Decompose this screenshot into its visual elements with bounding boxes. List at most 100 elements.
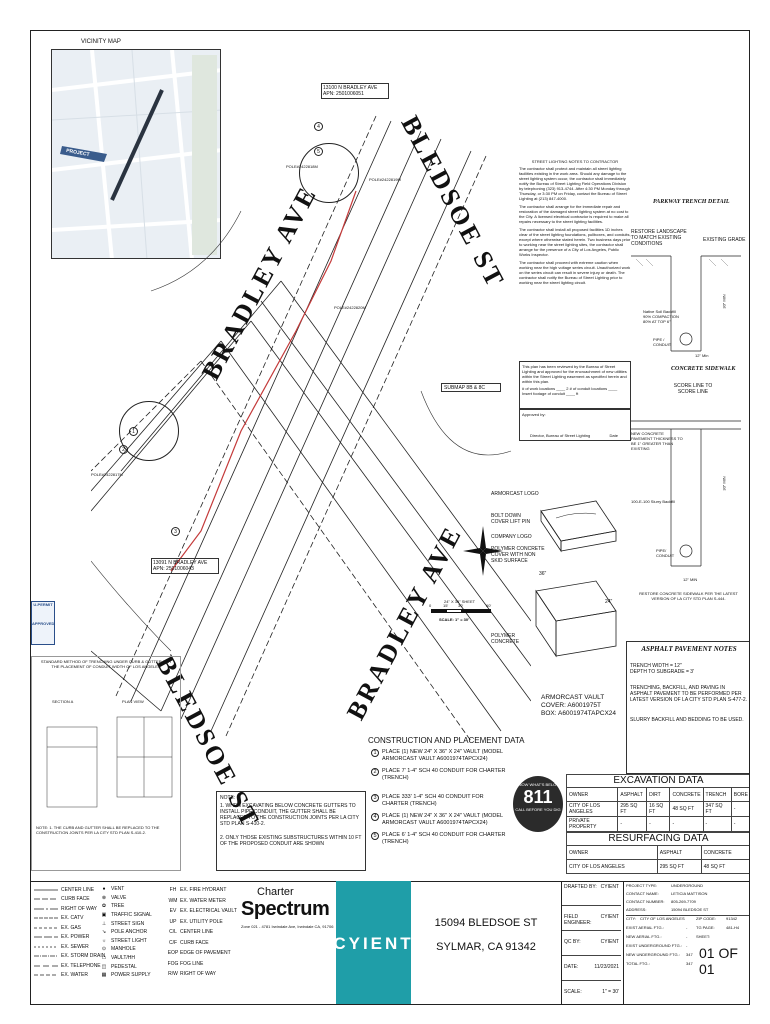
- tb-scale-label: SCALE:: [564, 989, 582, 995]
- tb-date: DATE:11/23/2021: [562, 956, 621, 981]
- tb-topage-label: TG PAGE:: [696, 925, 715, 930]
- approved-by: Approved by:: [522, 412, 546, 417]
- sidewalk-width: 12" MIN: [683, 577, 698, 582]
- legend-line-item: EX. CATV: [34, 914, 134, 924]
- legend-line-label: EX. STORM DRAIN: [61, 953, 106, 960]
- sidewalk-depth: 30" MIN: [721, 476, 727, 491]
- tb-naerial-label: NEW AERIAL FTG.:: [626, 934, 662, 939]
- standard-trench-detail: STANDARD METHOD OF TRENCHING UNDER CURB …: [31, 656, 181, 871]
- vault-model-l2: COVER: A6001975T: [541, 702, 601, 709]
- callout-4: 4: [314, 122, 323, 131]
- tb-zip-val: 91342: [726, 916, 738, 921]
- general-notes: NOTE: 1. WHEN EXCAVATING BELOW CONCRETE …: [216, 791, 366, 871]
- legend-line-label: EX. GAS: [61, 924, 82, 931]
- tb-qc-label: QC BY:: [564, 939, 581, 945]
- legend-abbr-key: UP: [169, 918, 177, 925]
- tb-cnum-val: 805-269-7709: [671, 899, 696, 904]
- badge-811-num: 811: [523, 787, 553, 807]
- approval-date: Date: [609, 433, 618, 438]
- vault-dim-l: 36": [539, 571, 547, 577]
- legend-symbol-item: ⊗VALVE: [97, 894, 167, 903]
- legend-line-item: EX. GAS: [34, 923, 134, 933]
- legend-symbol-label: MANHOLE: [111, 946, 136, 953]
- tb-cname: CONTACT NAME:LETICIA MATTISON: [626, 891, 749, 899]
- construction-item-text: PLACE 7' 1-4" SCH 40 CONDUIT FOR CHARTER…: [382, 768, 506, 781]
- sidewalk-slurry: 100-E-100 Slurry Backfill: [631, 499, 676, 504]
- legend-symbol-label: PEDESTAL: [111, 963, 137, 970]
- street-lighting-p4: The contractor shall proceed with extrem…: [519, 260, 631, 285]
- tb-drafted: DRAFTED BY:CYIENT: [562, 881, 621, 906]
- tb-naerial: NEW AERIAL FTG.:-SHEET:: [626, 934, 749, 943]
- legend-line-item: EX. WATER: [34, 971, 134, 981]
- legend-symbol-label: TREE: [111, 903, 125, 910]
- sheet-num: 01: [699, 945, 715, 961]
- excavation-header-cell: BORE: [730, 787, 749, 802]
- legend-symbol-glyph: ▦: [101, 972, 107, 979]
- scale-mark-2: 30': [458, 603, 464, 608]
- resurfacing-cell: CITY OF LOS ANGELES: [566, 859, 658, 874]
- tb-eaerial-val: -: [686, 925, 688, 930]
- legend-line-label: RIGHT OF WAY: [61, 905, 98, 912]
- callout-5: 5: [314, 147, 323, 156]
- excavation-cell: 347 SQ FT: [702, 801, 732, 817]
- excavation-header-cell: OWNER: [565, 787, 619, 802]
- excavation-header-cell: DIRT: [646, 787, 671, 802]
- street-plan: [91, 115, 531, 741]
- excavation-cell: -: [730, 801, 749, 817]
- excavation-cell: PRIVATE PROPERTY: [565, 816, 619, 832]
- standard-note: NOTE: 1. THE CURB AND GUTTER SHALL BE RE…: [36, 825, 160, 835]
- tb-date-val: 11/23/2021: [594, 964, 619, 970]
- asphalt-n3: TRENCHING, BACKFILL, AND PAVING IN ASPHA…: [630, 685, 747, 703]
- north-arrow-icon: [463, 526, 503, 576]
- vault-company: COMPANY LOGO: [491, 534, 532, 540]
- address-north-line1: 13100 N BRADLEY AVE: [323, 85, 378, 91]
- project-address-line1: 15094 BLEDSOE ST: [434, 917, 538, 929]
- excavation-title: EXCAVATION DATA: [566, 774, 749, 787]
- construction-item-number: 3: [371, 794, 379, 802]
- excavation-cell: -: [617, 816, 648, 832]
- vicinity-map-graphic: [52, 50, 220, 258]
- asphalt-n1: TRENCH WIDTH = 12": [630, 663, 682, 669]
- parkway-drawing: [631, 255, 741, 352]
- call-811-badge: KNOW WHAT'S BELOW 811 CALL BEFORE YOU DI…: [513, 776, 563, 832]
- legend-symbol-glyph: ✿: [101, 903, 107, 910]
- excavation-cell: 48 SQ FT: [669, 801, 704, 817]
- legend-line-item: EX. POWER: [34, 933, 134, 943]
- tb-drafted-label: DRAFTED BY:: [564, 884, 597, 890]
- legend-line-symbol: [34, 908, 58, 910]
- tb-drafted-val: CYIENT: [600, 884, 619, 890]
- construction-item-text: PLACE (1) NEW 24" X 36" X 24" VAULT (MOD…: [382, 813, 503, 826]
- tb-sheet-label: SHEET:: [696, 934, 711, 939]
- legend-line-symbol: [34, 955, 58, 957]
- legend-symbol-label: TRAFFIC SIGNAL: [111, 912, 152, 919]
- legend-line-symbol: [34, 917, 58, 919]
- badge-811-bottom: CALL BEFORE YOU DIG: [515, 807, 561, 812]
- tb-addr-val: 15094 BLEDSOE ST: [671, 907, 709, 912]
- legend-line-symbol: [34, 889, 58, 891]
- legend-line-label: CENTER LINE: [61, 886, 95, 893]
- titleblock-right: PROJECT TYPE:UNDERGROUND CONTACT NAME:LE…: [623, 881, 749, 1004]
- construction-item-number: 2: [371, 768, 379, 776]
- cyient-text: CYIENT: [333, 933, 414, 953]
- callout-3: 3: [171, 527, 180, 536]
- notes-title: NOTE:: [220, 795, 236, 801]
- legend-symbol-glyph: ◫: [101, 963, 107, 970]
- construction-item-number: 5: [371, 832, 379, 840]
- legend-abbr-key: C/F: [168, 939, 178, 946]
- legend-symbol-item: ◫ PEDESTAL: [97, 962, 167, 971]
- address-south-line1: 13091 N BRADLEY AVE: [153, 560, 208, 566]
- excavation-cell: -: [730, 816, 749, 832]
- asphalt-n2: DEPTH TO SUBGRADE = 3': [630, 669, 694, 675]
- approval-signature-box: Approved by: Director, Bureau of Street …: [519, 409, 631, 441]
- tb-cnum-label: CONTACT NUMBER:: [626, 899, 665, 904]
- drawing-sheet: VICINITY MAP PROJECT 13100 N BRADLEY AVE…: [30, 30, 750, 1005]
